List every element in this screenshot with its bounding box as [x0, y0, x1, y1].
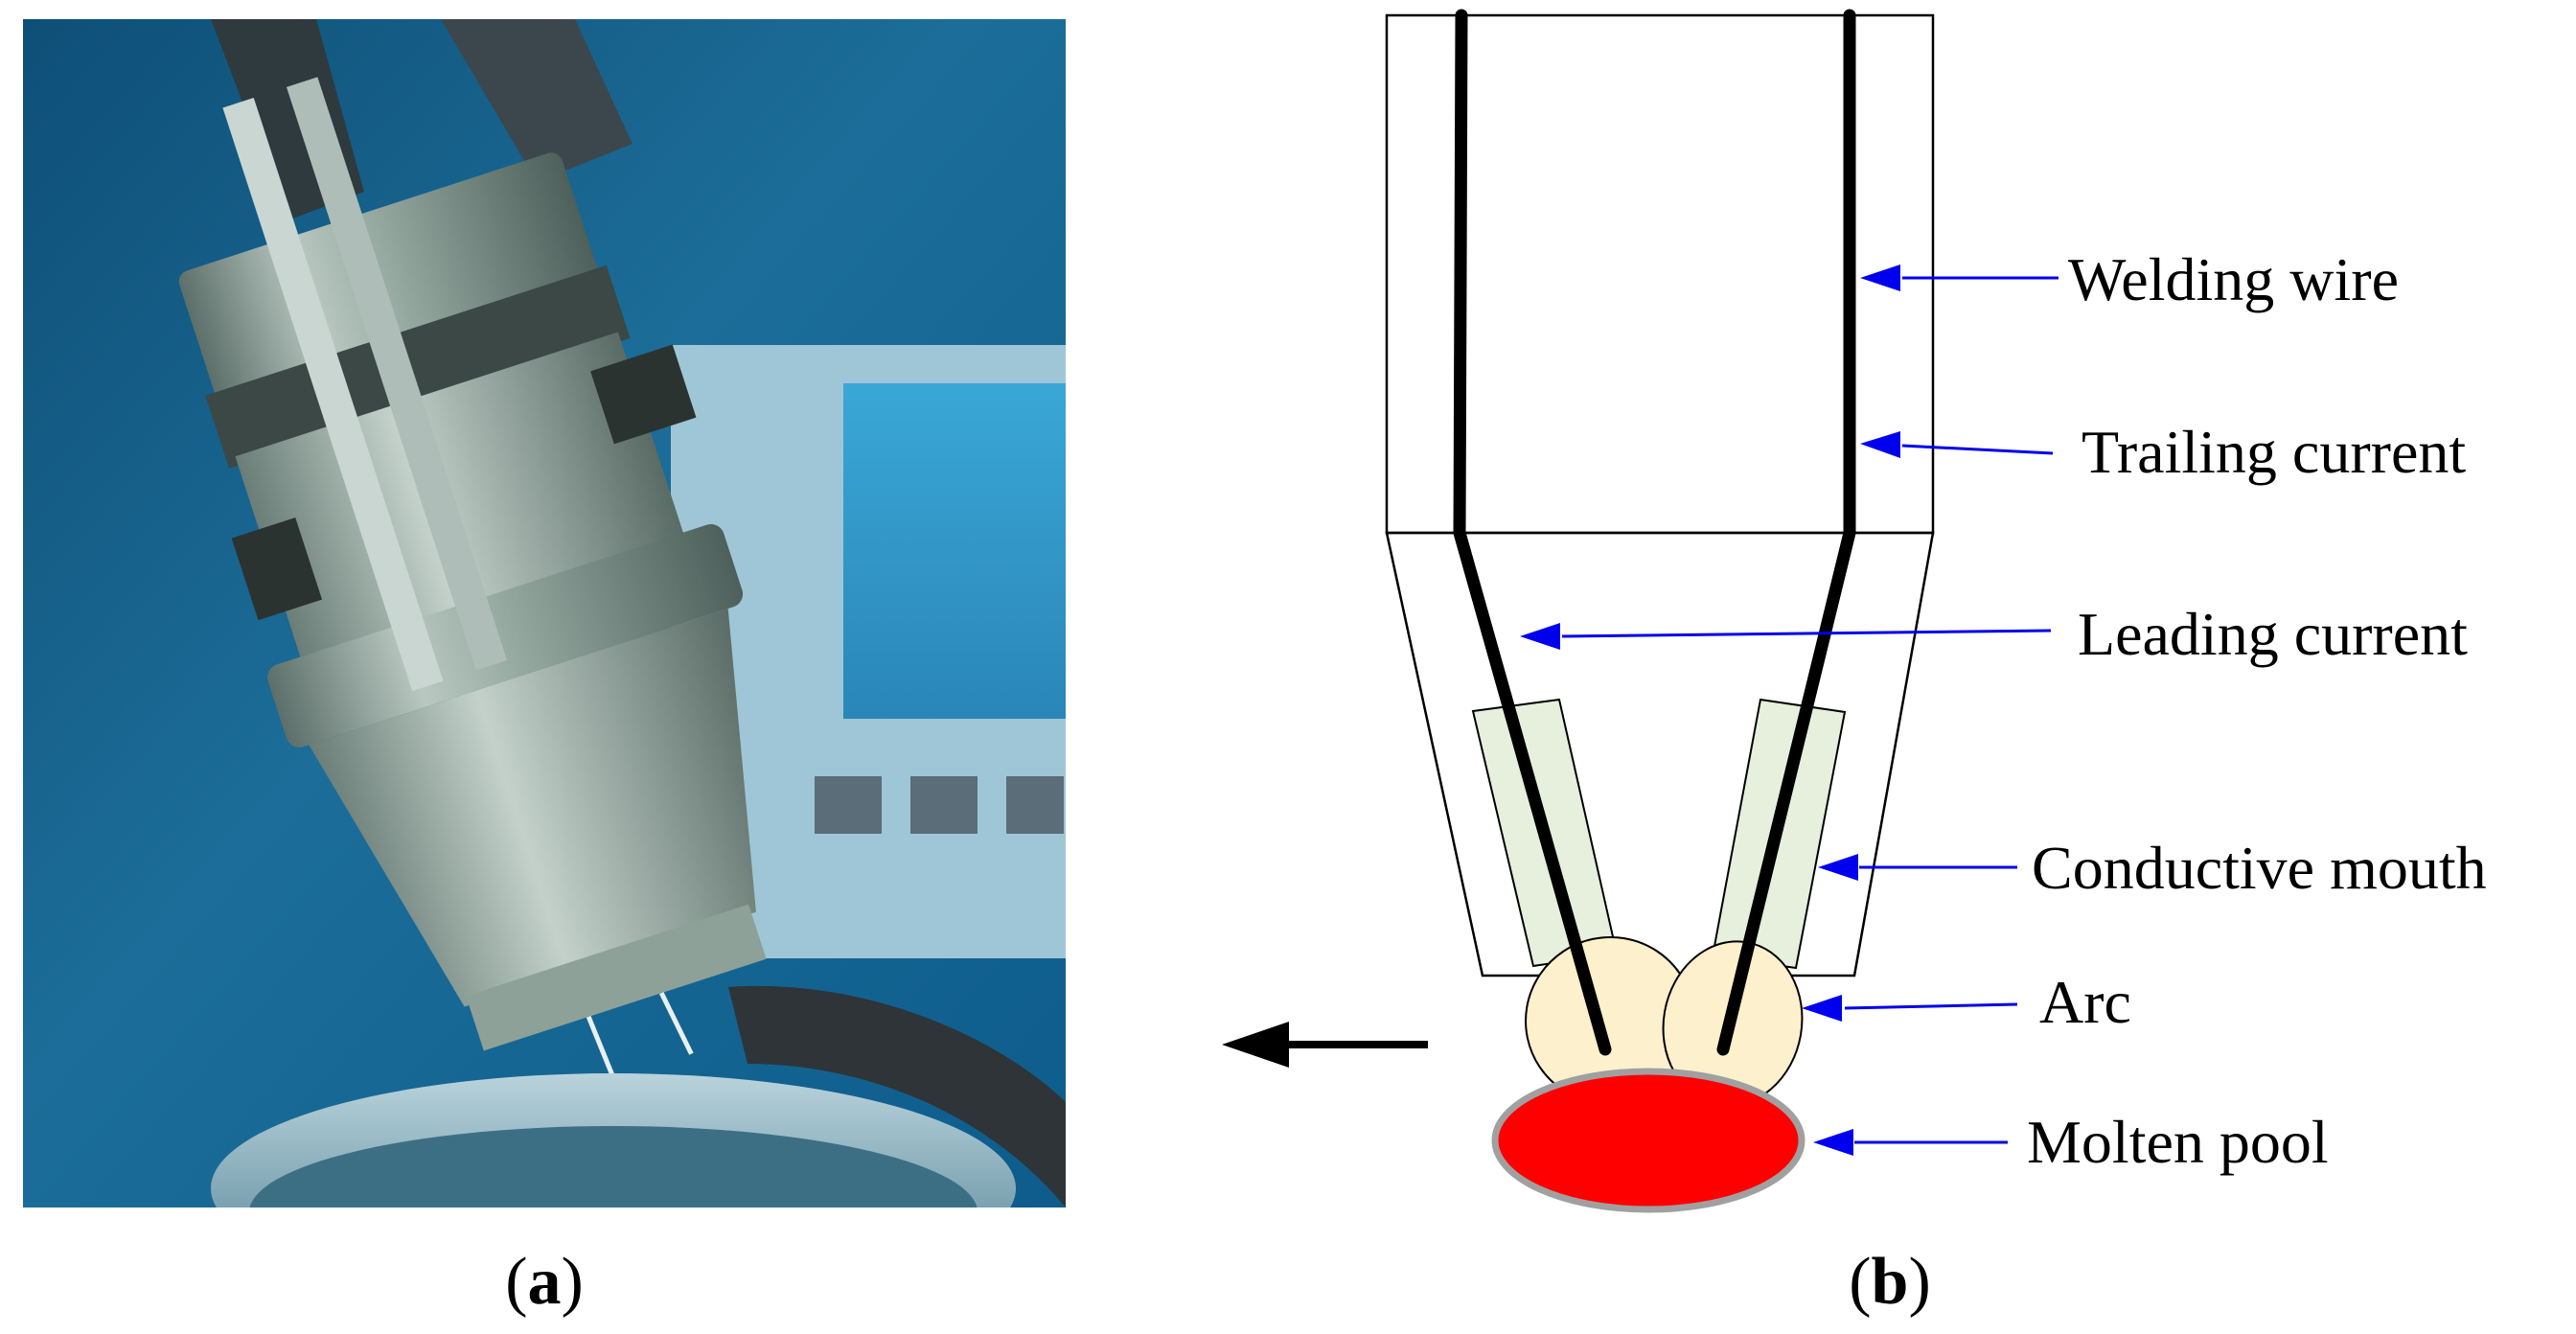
- panel-b-schematic: Welding wire Trailing current Leading cu…: [1222, 9, 2487, 1213]
- machine-button: [815, 776, 882, 834]
- caption-paren-close: ): [1908, 1245, 1930, 1319]
- panel-a-caption: (a): [505, 1245, 584, 1319]
- caption-letter: a: [528, 1245, 562, 1319]
- hose: [728, 985, 1066, 1208]
- torch-mid-block: [235, 332, 686, 666]
- workpiece-pipe-inner: [249, 1126, 978, 1208]
- torch-nozzle: [309, 609, 756, 1007]
- torch-housing-nozzle: [1385, 531, 1935, 978]
- caption-paren-close: ): [562, 1245, 584, 1319]
- caption-paren-open: (: [505, 1245, 527, 1319]
- wire-feed-tube: [222, 97, 444, 692]
- leader-arc: [1802, 995, 2018, 1022]
- torch-clamp-right: [590, 344, 697, 445]
- wire-feed-tube: [286, 77, 508, 671]
- welding-wire-right: [1716, 9, 1856, 1056]
- label-welding-wire: Welding wire: [2068, 245, 2399, 313]
- caption-paren-open: (: [1849, 1245, 1871, 1319]
- torch-body: [178, 77, 767, 1080]
- machine-button: [910, 776, 978, 834]
- torch-wire-left: [586, 1015, 616, 1080]
- label-molten-pool: Molten pool: [2027, 1108, 2329, 1176]
- torch-tip: [466, 904, 767, 1051]
- label-trailing-current: Trailing current: [2082, 418, 2466, 486]
- label-arc: Arc: [2039, 968, 2131, 1036]
- leader-leading-current: [1520, 623, 2052, 650]
- leader-molten-pool: [1813, 1129, 2008, 1156]
- background-machine-screen: [843, 383, 1066, 719]
- torch-collar: [267, 523, 744, 748]
- torch-dark-band: [205, 264, 631, 469]
- leader-conductive-mouth: [1818, 854, 2017, 881]
- torch-clamp-left: [231, 517, 323, 621]
- panel-a-photo: [23, 19, 1066, 1208]
- travel-direction-arrow-head: [1222, 1022, 1289, 1068]
- label-leading-current: Leading current: [2078, 600, 2468, 668]
- panel-b-caption: (b): [1849, 1245, 1931, 1319]
- leader-trailing-current: [1860, 431, 2054, 458]
- molten-pool: [1491, 1068, 1806, 1213]
- machine-button: [1006, 776, 1064, 834]
- leader-welding-wire: [1860, 264, 2058, 291]
- welding-wire-left: [1453, 9, 1612, 1056]
- label-conductive-mouth: Conductive mouth: [2032, 834, 2487, 902]
- cable: [441, 19, 632, 182]
- torch-wire-right: [659, 992, 694, 1055]
- torch-upper-block: [178, 152, 604, 418]
- caption-letter: b: [1872, 1245, 1909, 1319]
